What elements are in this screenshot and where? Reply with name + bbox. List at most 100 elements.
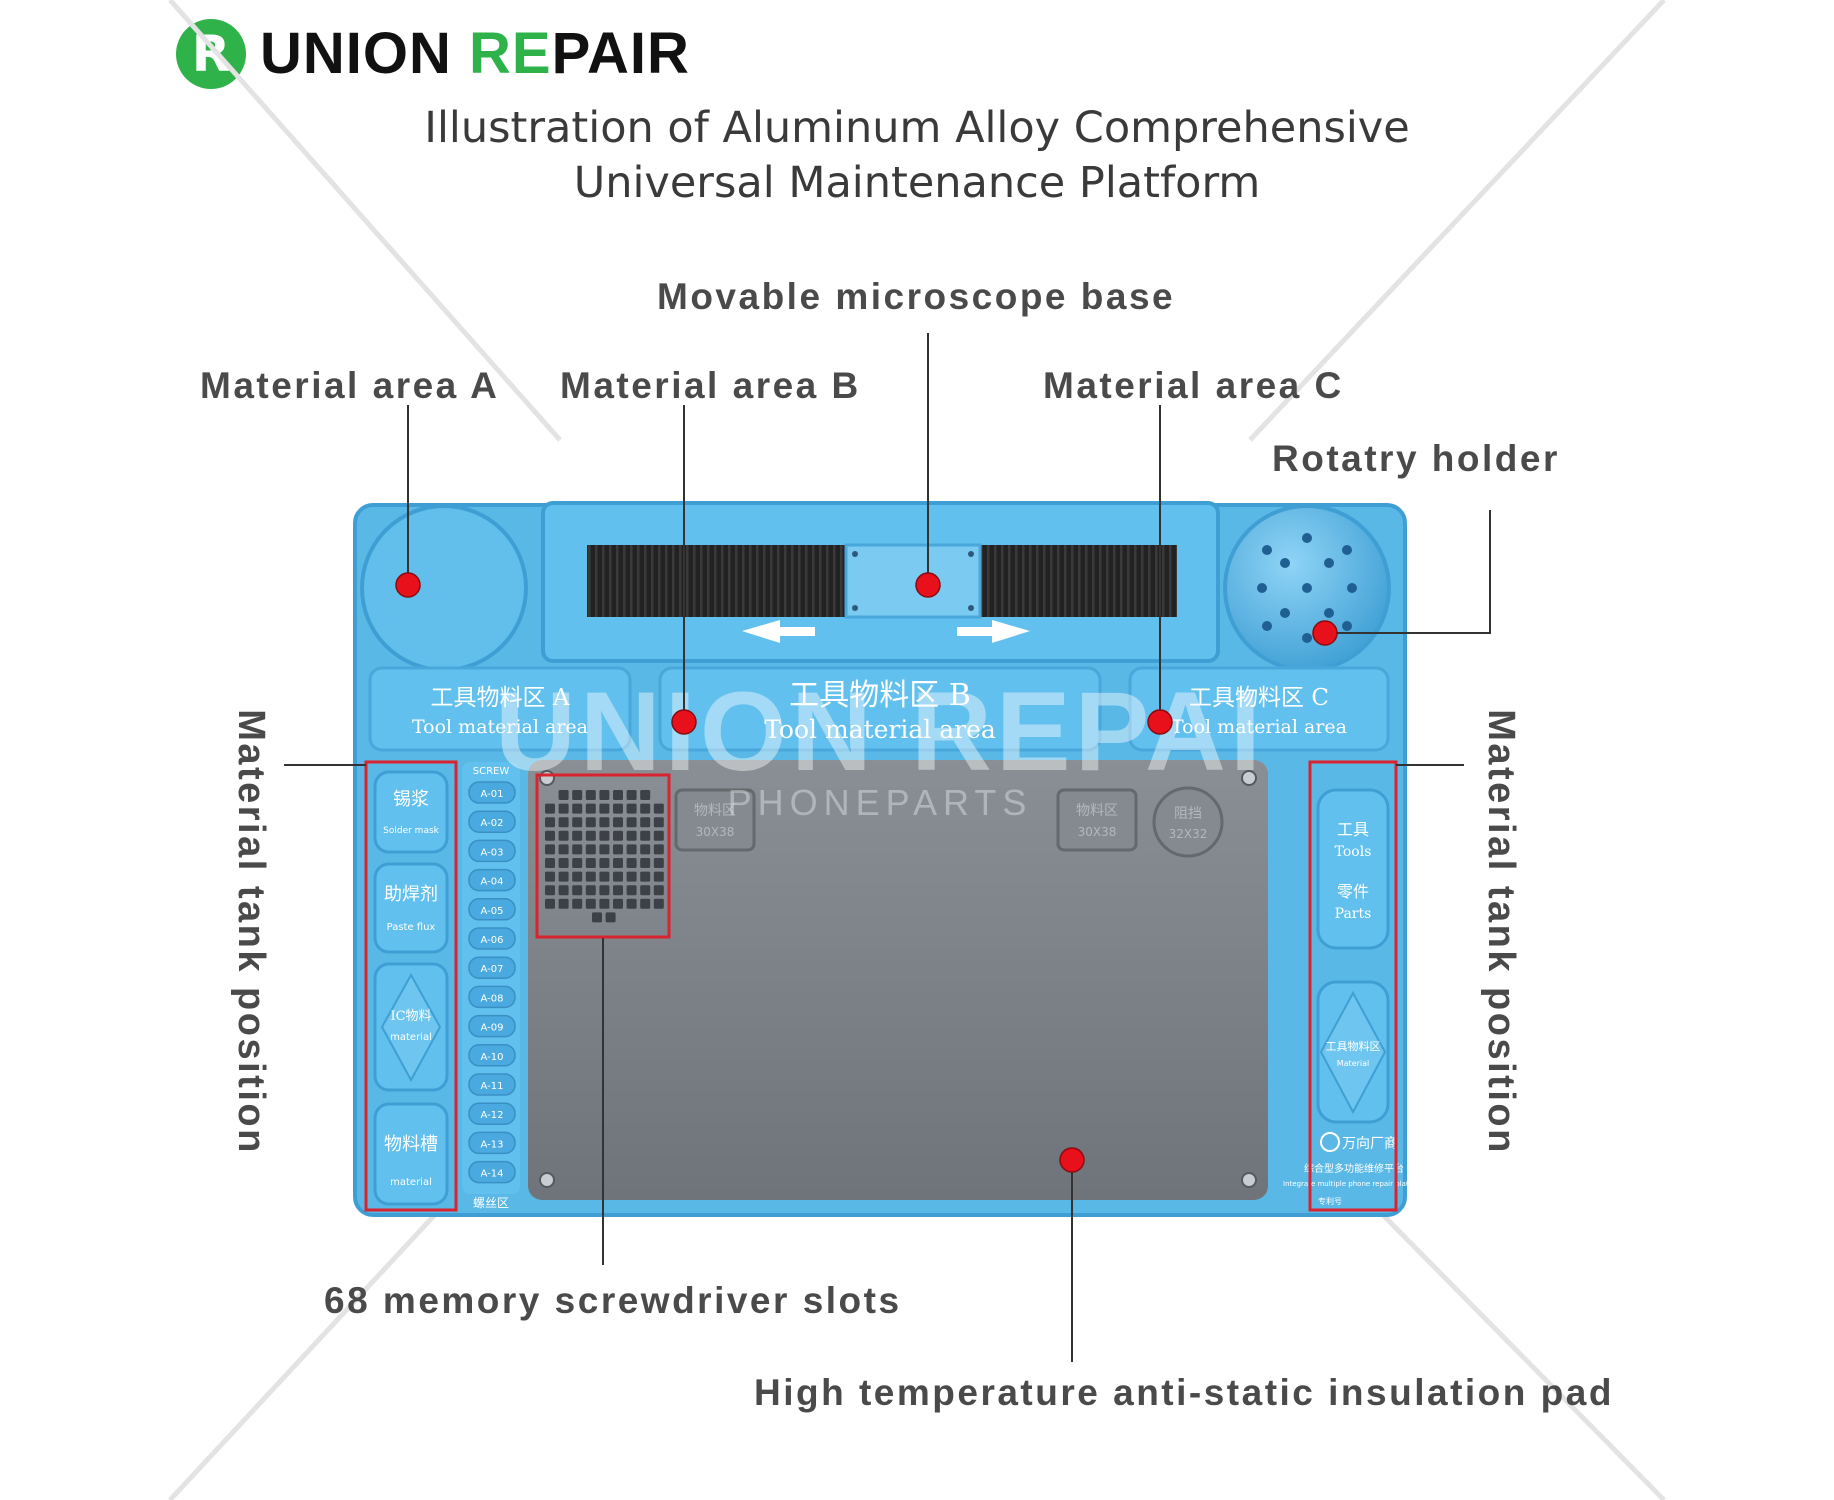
- left-tank-2-cn: 助焊剂: [384, 884, 438, 905]
- screw-slot-label: A-08: [481, 993, 504, 1004]
- screwdriver-slot: [572, 844, 583, 855]
- left-tank-highlight: [364, 760, 458, 1212]
- callout-markers: [395, 572, 1338, 1173]
- screw-slot-pill: [468, 1102, 516, 1125]
- screw-slot-label: A-02: [481, 818, 504, 829]
- pad-well-1-cn: 物料区: [694, 803, 736, 819]
- tool-area-a-plate: [368, 666, 632, 752]
- screw-slot-label: A-06: [481, 935, 504, 946]
- pad-screw: [1241, 1172, 1257, 1188]
- microscope-slider: [844, 543, 982, 619]
- screw-slot-label: A-07: [481, 964, 504, 975]
- screwdriver-slot: [640, 830, 651, 841]
- pad-screw: [1241, 770, 1257, 786]
- watermark-line: [1248, 0, 1666, 442]
- screw-slot-label: A-05: [481, 906, 504, 917]
- logo-word-pair: PAIR: [551, 21, 690, 86]
- screwdriver-slot: [585, 844, 596, 855]
- screw-slot-pill: [468, 868, 516, 892]
- screwdriver-slot: [558, 858, 569, 868]
- zone-a-cn: 工具物料区 A: [431, 685, 570, 711]
- screwdriver-slot: [640, 871, 651, 882]
- screw-slot-pill: [468, 839, 516, 863]
- left-tank-3-en: material: [390, 1032, 432, 1043]
- highlight-boxes: [364, 760, 1398, 1212]
- screwdriver-slot: [653, 830, 664, 841]
- screw-slot-footer: 螺丝区: [473, 1196, 509, 1210]
- screwdriver-slot: [585, 790, 596, 800]
- screwdriver-slot-grid: [545, 790, 664, 923]
- screw-slot-label: A-03: [481, 847, 504, 858]
- screwdriver-slot: [626, 898, 637, 909]
- rotary-hole: [1262, 545, 1272, 555]
- screwdriver-slot: [585, 830, 596, 841]
- callout-tank-left: Material tank position: [230, 709, 272, 1155]
- screwdriver-slot: [653, 871, 664, 882]
- screwdriver-slot: [599, 858, 610, 868]
- screwdriver-slot: [545, 871, 555, 882]
- marker-area-c: [1147, 709, 1173, 735]
- screwdriver-slot: [605, 912, 616, 923]
- screwdriver-slot: [626, 790, 637, 800]
- pad-screw: [539, 1172, 555, 1188]
- screwdriver-slot: [585, 817, 596, 828]
- screwdriver-slot: [572, 858, 583, 868]
- rotary-hole: [1262, 621, 1272, 631]
- right-tank-3-diamond: [1319, 990, 1387, 1115]
- title-line-1: Illustration of Aluminum Alloy Comprehen…: [424, 103, 1410, 153]
- screwdriver-slot: [599, 830, 610, 841]
- screwdriver-slot: [653, 858, 664, 868]
- screw-slot-label: A-14: [481, 1169, 504, 1180]
- screw-slot-pill: [468, 810, 516, 833]
- screw-slot-pill: [468, 1014, 516, 1038]
- screwdriver-slot: [585, 898, 596, 909]
- screwdriver-slot: [626, 885, 637, 896]
- zone-c-en: Tool material area: [1171, 716, 1347, 738]
- left-tank-3-diamond: [380, 972, 442, 1083]
- right-tank-1-cn: 工具: [1337, 820, 1369, 839]
- screw-slot-pill: [468, 898, 516, 921]
- watermark-line: [168, 0, 562, 442]
- screwdriver-slot: [545, 817, 555, 828]
- pad-well-2-size: 30X38: [1078, 825, 1117, 839]
- screwdriver-slot: [613, 858, 623, 868]
- screwdriver-slot: [599, 803, 610, 814]
- screw-slot-label: A-13: [481, 1139, 504, 1150]
- screwdriver-slot-highlight: [535, 773, 671, 939]
- screw-slot-pill: [468, 956, 516, 979]
- screwdriver-slot: [592, 912, 602, 923]
- insulation-pad: [528, 760, 1268, 1200]
- zone-b-en: Tool material area: [764, 715, 996, 744]
- screwdriver-slot: [626, 817, 637, 828]
- watermark-subtext: PHONEPARTS: [728, 782, 1033, 823]
- right-tank-1: [1316, 788, 1390, 950]
- right-tank-highlight: [1308, 760, 1398, 1212]
- screwdriver-slot: [613, 898, 623, 909]
- rotary-hole: [1257, 583, 1267, 593]
- screwdriver-slot: [640, 898, 651, 909]
- right-tank-3-cn: 工具物料区: [1326, 1039, 1381, 1053]
- screwdriver-slot: [545, 830, 555, 841]
- callout-leader-lines: [284, 333, 1491, 1362]
- screwdriver-slot: [572, 817, 583, 828]
- screwdriver-slot: [640, 817, 651, 828]
- screwdriver-slot: [545, 844, 555, 855]
- screwdriver-slot: [545, 803, 555, 814]
- screwdriver-slot: [545, 858, 555, 868]
- screwdriver-slot: [545, 885, 555, 896]
- screw-slot-label: A-10: [481, 1052, 504, 1063]
- watermark-text: UNION REPAI: [495, 669, 1265, 794]
- left-tank-2-en: Paste flux: [387, 922, 436, 933]
- screwdriver-slot: [572, 885, 583, 896]
- arrow-left-icon: [742, 620, 815, 643]
- product-name-en: Integrate multiple phone repair platform: [1283, 1180, 1425, 1188]
- screwdriver-slot: [613, 803, 623, 814]
- tool-area-b-plate: [658, 666, 1102, 752]
- screwdriver-slot: [599, 898, 610, 909]
- screwdriver-slot: [653, 844, 664, 855]
- pad-well-1-size: 30X38: [696, 825, 735, 839]
- marker-area-b: [671, 709, 697, 735]
- callout-material-area-a: Material area A: [200, 365, 500, 406]
- right-material-tanks: 工具 Tools 零件 Parts 工具物料区 Material: [1316, 788, 1390, 1124]
- screwdriver-slot: [599, 885, 610, 896]
